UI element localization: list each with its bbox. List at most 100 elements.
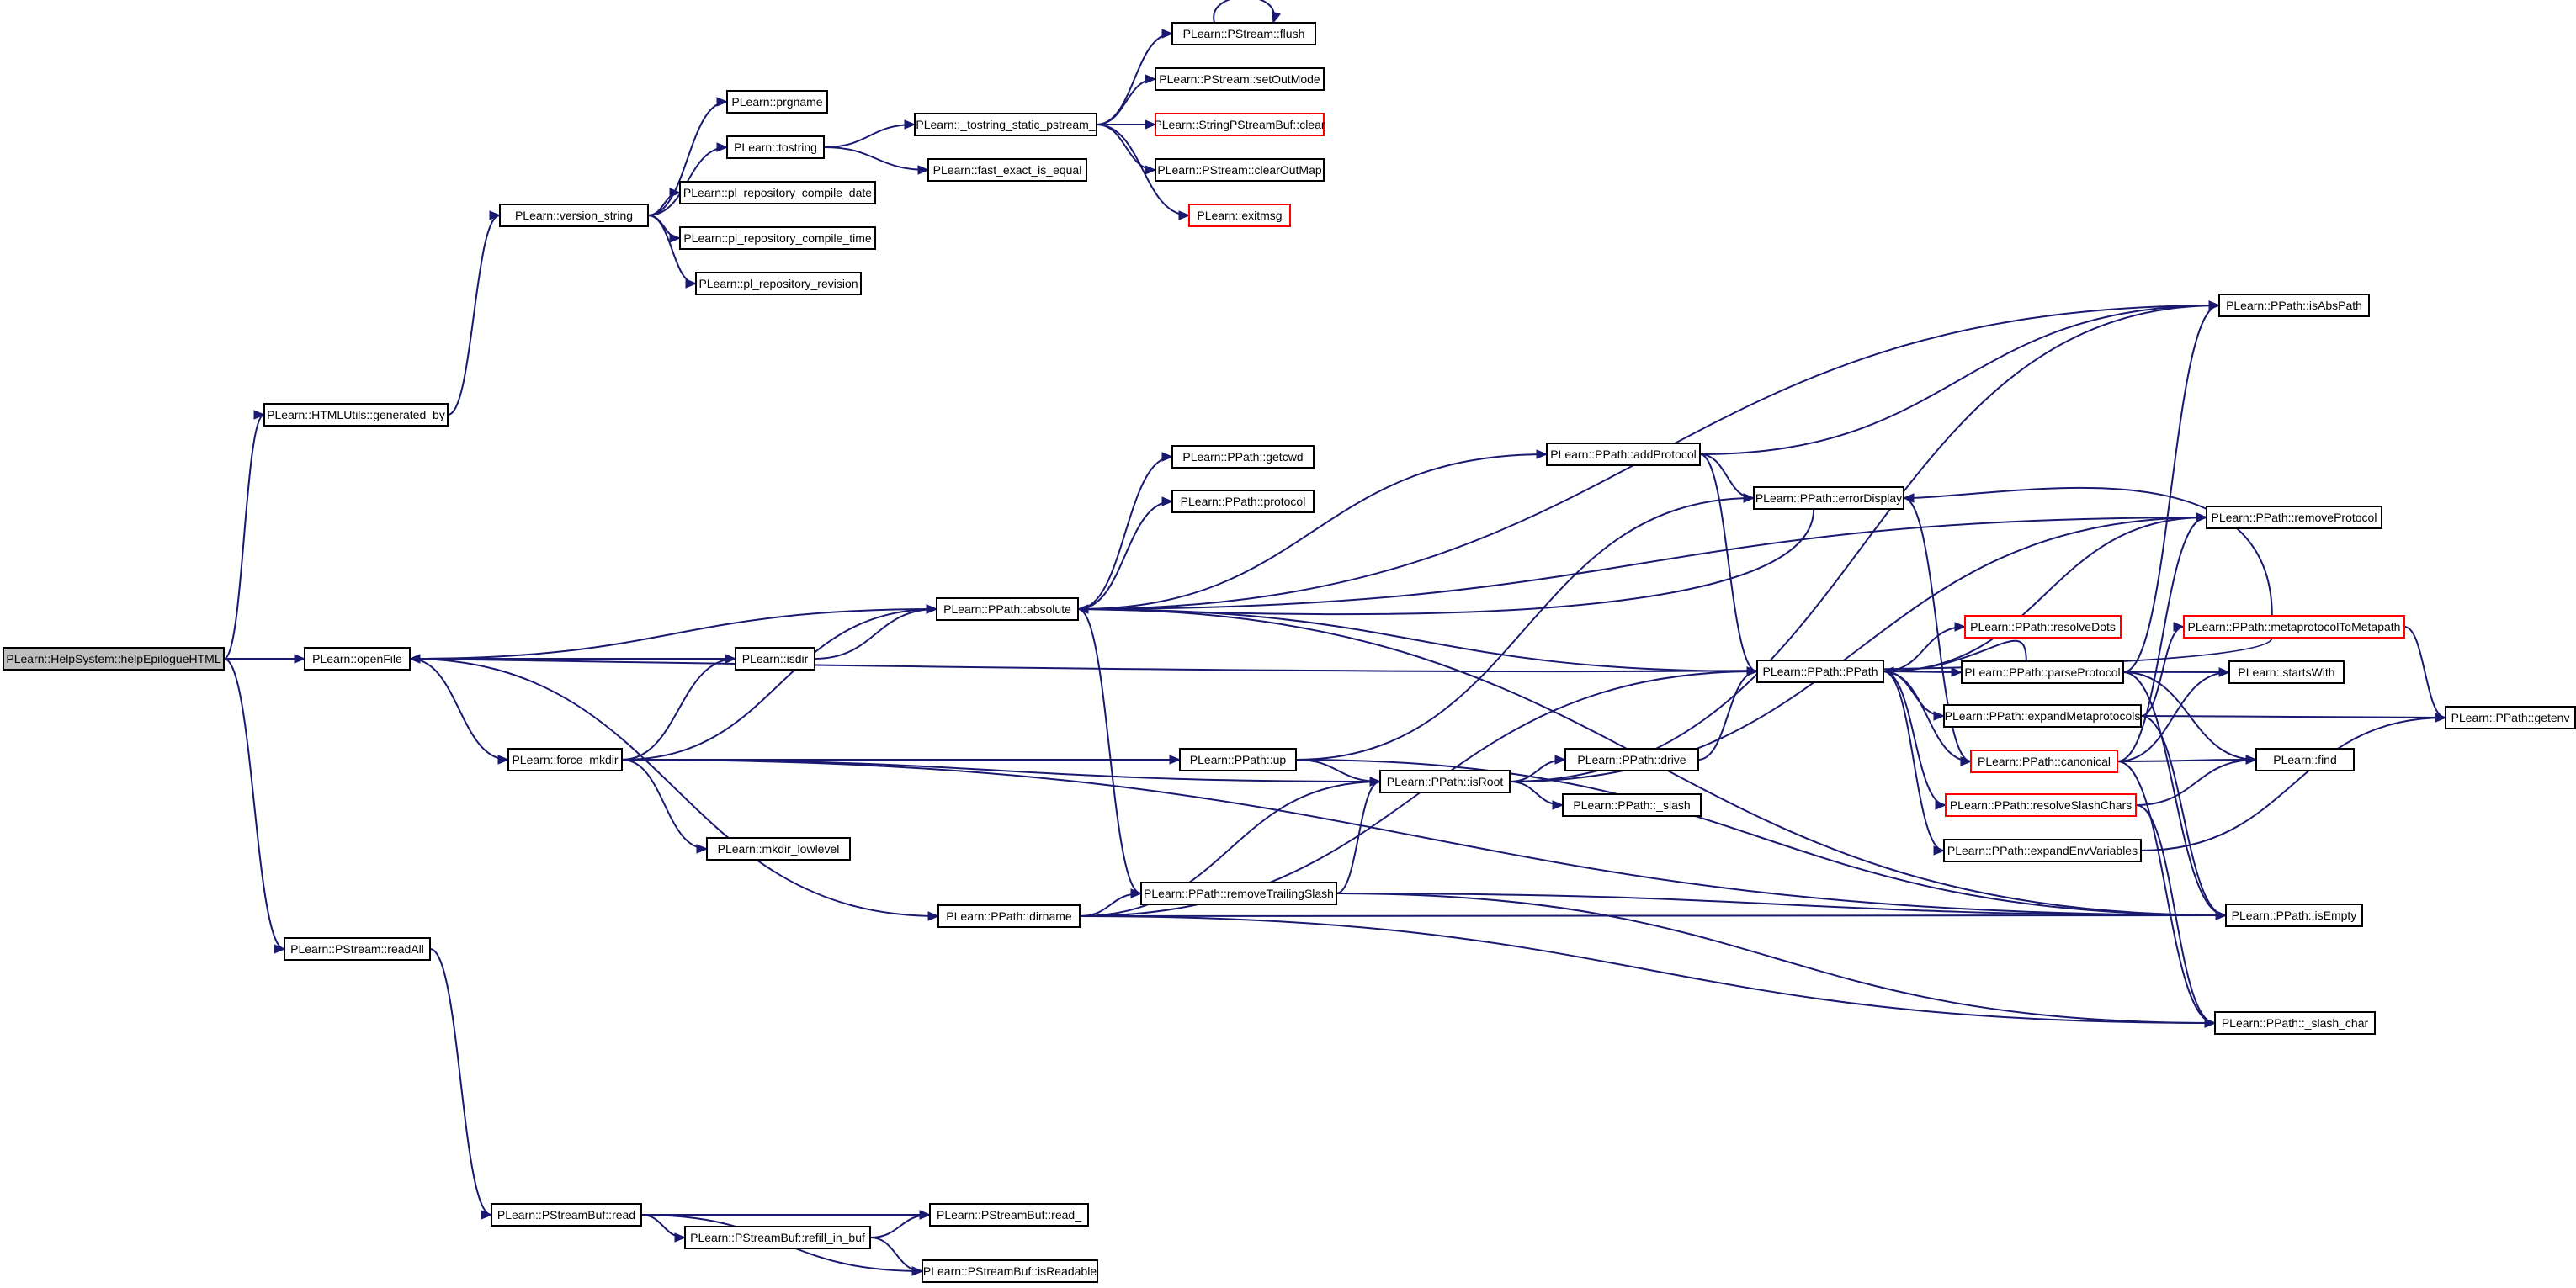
edge-arrowhead bbox=[294, 654, 306, 664]
node-clear-out-map[interactable]: PLearn::PStream::clearOutMap bbox=[1155, 158, 1325, 182]
node-label: PLearn::PPath::addProtocol bbox=[1550, 448, 1697, 461]
edge-line bbox=[2117, 671, 2230, 762]
edge-line bbox=[1077, 508, 1815, 616]
edge-arrowhead bbox=[696, 844, 709, 854]
node-force-mkdir[interactable]: PLearn::force_mkdir bbox=[507, 748, 623, 771]
node-flush[interactable]: PLearn::PStream::flush bbox=[1171, 22, 1316, 45]
node-box bbox=[2214, 1011, 2376, 1035]
node-box bbox=[1562, 793, 1702, 817]
edge-line bbox=[2117, 761, 2216, 1024]
node-box bbox=[2218, 294, 2370, 317]
node-is-root[interactable]: PLearn::PPath::isRoot bbox=[1379, 770, 1511, 793]
node-add-protocol[interactable]: PLearn::PPath::addProtocol bbox=[1546, 443, 1701, 466]
node-find[interactable]: PLearn::find bbox=[2255, 748, 2355, 771]
node-is-readable[interactable]: PLearn::PStreamBuf::isReadable bbox=[922, 1259, 1098, 1283]
edge-arrowhead bbox=[2218, 667, 2231, 677]
node-metaprotocol-to-metapath[interactable]: PLearn::PPath::metaprotocolToMetapath bbox=[2183, 615, 2405, 639]
node-error-display[interactable]: PLearn::PPath::errorDisplay bbox=[1753, 486, 1904, 510]
node-sps-clear[interactable]: PLearn::StringPStreamBuf::clear bbox=[1154, 113, 1325, 136]
edge-is-root-to-remove-protocol bbox=[1509, 512, 2208, 782]
edge-is-root-to-slash bbox=[1509, 781, 1564, 810]
node-tostring-static[interactable]: PLearn::_tostring_static_pstream_ bbox=[914, 113, 1097, 136]
edge-line bbox=[1336, 781, 1381, 894]
edge-line bbox=[409, 637, 2273, 673]
node-resolve-slash-chars[interactable]: PLearn::PPath::resolveSlashChars bbox=[1945, 793, 2137, 817]
node-revision[interactable]: PLearn::pl_repository_revision bbox=[695, 272, 862, 295]
node-expand-env-variables[interactable]: PLearn::PPath::expandEnvVariables bbox=[1943, 839, 2142, 862]
node-remove-trailing-slash[interactable]: PLearn::PPath::removeTrailingSlash bbox=[1140, 882, 1337, 905]
node-box bbox=[936, 597, 1079, 621]
node-label: PLearn::PPath::expandEnvVariables bbox=[1947, 844, 2138, 857]
node-canonical[interactable]: PLearn::PPath::canonical bbox=[1970, 750, 2118, 773]
node-slash-char[interactable]: PLearn::PPath::_slash_char bbox=[2214, 1011, 2376, 1035]
edge-line bbox=[2122, 671, 2227, 916]
node-psb-read[interactable]: PLearn::PStreamBuf::read bbox=[491, 1203, 642, 1227]
node-expand-metaprotocols[interactable]: PLearn::PPath::expandMetaprotocols bbox=[1943, 704, 2142, 728]
node-label: PLearn::PStreamBuf::read bbox=[497, 1208, 635, 1222]
edge-arrowhead bbox=[669, 188, 682, 198]
node-label: PLearn::PPath::PPath bbox=[1763, 665, 1878, 678]
node-box bbox=[1564, 748, 1699, 771]
edge-tostring-static-to-set-out-mode bbox=[1096, 74, 1157, 125]
node-generated-by[interactable]: PLearn::HTMLUtils::generated_by bbox=[263, 403, 449, 427]
edge-arrowhead bbox=[2173, 622, 2186, 632]
node-label: PLearn::PPath::canonical bbox=[1978, 755, 2111, 768]
edge-line bbox=[1295, 759, 1381, 782]
node-dirname[interactable]: PLearn::PPath::dirname bbox=[937, 904, 1081, 928]
node-fast-exact-is-equal[interactable]: PLearn::fast_exact_is_equal bbox=[927, 158, 1087, 182]
node-compile-date[interactable]: PLearn::pl_repository_compile_date bbox=[679, 181, 876, 204]
node-version-string[interactable]: PLearn::version_string bbox=[499, 204, 649, 227]
edge-line bbox=[823, 124, 916, 148]
node-getenv[interactable]: PLearn::PPath::getenv bbox=[2445, 706, 2576, 729]
node-is-abs-path[interactable]: PLearn::PPath::isAbsPath bbox=[2218, 294, 2370, 317]
node-box bbox=[1155, 67, 1325, 91]
node-isdir[interactable]: PLearn::isdir bbox=[735, 647, 815, 671]
node-psb-read-[interactable]: PLearn::PStreamBuf::read_ bbox=[929, 1203, 1089, 1227]
node-box bbox=[1943, 704, 2142, 728]
node-parse-protocol[interactable]: PLearn::PPath::parseProtocol bbox=[1961, 660, 2124, 684]
node-absolute[interactable]: PLearn::PPath::absolute bbox=[936, 597, 1079, 621]
node-help-epilogue-html[interactable]: PLearn::HelpSystem::helpEpilogueHTML bbox=[3, 647, 225, 671]
node-read-all[interactable]: PLearn::PStream::readAll bbox=[284, 937, 431, 961]
node-tostring[interactable]: PLearn::tostring bbox=[726, 135, 825, 159]
node-set-out-mode[interactable]: PLearn::PStream::setOutMode bbox=[1155, 67, 1325, 91]
node-slash[interactable]: PLearn::PPath::_slash bbox=[1562, 793, 1702, 817]
node-box bbox=[3, 647, 225, 671]
node-open-file[interactable]: PLearn::openFile bbox=[304, 647, 411, 671]
node-remove-protocol[interactable]: PLearn::PPath::removeProtocol bbox=[2206, 506, 2382, 529]
edge-tostring-static-to-clear-out-map bbox=[1096, 124, 1157, 175]
edge-arrowhead bbox=[1145, 119, 1157, 130]
node-label: PLearn::PStream::flush bbox=[1183, 27, 1305, 40]
node-mkdir-lowlevel[interactable]: PLearn::mkdir_lowlevel bbox=[706, 837, 851, 861]
node-compile-time[interactable]: PLearn::pl_repository_compile_time bbox=[679, 226, 876, 250]
edge-ppath-to-resolve-dots bbox=[1883, 622, 1967, 672]
edge-open-file-to-force-mkdir bbox=[409, 658, 510, 765]
node-label: PLearn::PPath::protocol bbox=[1181, 495, 1306, 508]
node-resolve-dots[interactable]: PLearn::PPath::resolveDots bbox=[1964, 615, 2122, 639]
node-is-empty[interactable]: PLearn::PPath::isEmpty bbox=[2225, 904, 2363, 927]
node-label: PLearn::PPath::dirname bbox=[946, 909, 1072, 923]
edge-dirname-to-remove-trailing-slash bbox=[1079, 888, 1143, 917]
edge-arrowhead bbox=[927, 911, 940, 921]
edge-line bbox=[2140, 715, 2446, 718]
edge-line bbox=[1883, 671, 1972, 762]
node-ppath[interactable]: PLearn::PPath::PPath bbox=[1756, 660, 1884, 683]
edge-line bbox=[1096, 124, 1190, 216]
node-protocol[interactable]: PLearn::PPath::protocol bbox=[1171, 490, 1315, 513]
node-box bbox=[706, 837, 851, 861]
node-label: PLearn::PPath::drive bbox=[1577, 753, 1686, 766]
node-getcwd[interactable]: PLearn::PPath::getcwd bbox=[1171, 445, 1315, 469]
node-drive[interactable]: PLearn::PPath::drive bbox=[1564, 748, 1699, 771]
node-starts-with[interactable]: PLearn::startsWith bbox=[2228, 660, 2345, 684]
edge-line bbox=[647, 101, 728, 216]
edge-version-string-to-revision bbox=[647, 215, 698, 289]
node-refill-in-buf[interactable]: PLearn::PStreamBuf::refill_in_buf bbox=[684, 1226, 871, 1249]
node-prgname[interactable]: PLearn::prgname bbox=[726, 90, 828, 114]
node-exitmsg[interactable]: PLearn::exitmsg bbox=[1188, 204, 1291, 227]
node-up[interactable]: PLearn::PPath::up bbox=[1179, 748, 1297, 771]
node-box bbox=[1961, 660, 2124, 684]
node-box bbox=[1179, 748, 1297, 771]
edge-arrowhead bbox=[408, 654, 421, 664]
edge-metaprotocol-to-metapath-to-getenv bbox=[2403, 626, 2447, 723]
edge-expand-metaprotocols-to-is-empty bbox=[2140, 715, 2228, 920]
